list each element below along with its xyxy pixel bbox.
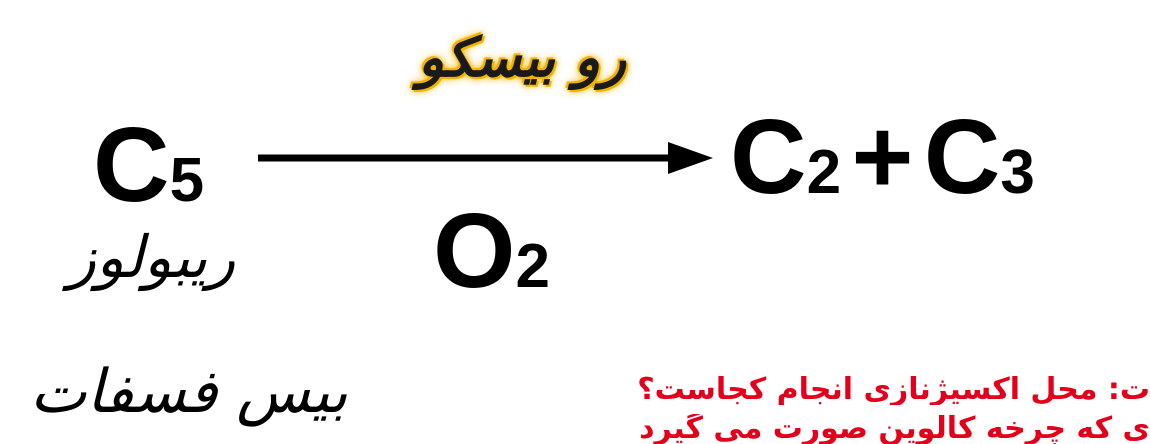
question-line2-text: ی که چرخه کالوین صورت می گیرد — [639, 414, 1150, 444]
enzyme-label: رو بیسکو — [418, 30, 626, 84]
reactant-name-line1-text: ریبولوز — [68, 223, 236, 291]
reactant-name-line1: ریبولوز — [68, 228, 235, 286]
reactant-name-line2: بیس فسفات — [30, 362, 348, 422]
reactant-formula: C5 — [93, 112, 204, 218]
reactant-subscript: 5 — [169, 146, 205, 215]
question-line1: ت: محل اکسیژنازی انجام کجاست؟ — [610, 375, 1150, 405]
condition-symbol: O — [433, 192, 516, 310]
enzyme-label-text: رو بیسکو — [418, 25, 627, 89]
condition-formula: O2 — [433, 198, 550, 304]
product1-symbol: C — [730, 98, 807, 216]
question-line1-text: ت: محل اکسیژنازی انجام کجاست؟ — [637, 375, 1150, 405]
reaction-arrow — [258, 142, 713, 174]
question-line2: ی که چرخه کالوین صورت می گیرد — [560, 414, 1150, 444]
product2-subscript: 3 — [1000, 138, 1035, 207]
plus-sign: + — [851, 98, 914, 216]
arrowhead-icon — [668, 142, 713, 174]
condition-subscript: 2 — [515, 232, 550, 301]
product1-subscript: 2 — [806, 138, 842, 207]
product2-symbol: C — [923, 98, 1001, 216]
reactant-symbol: C — [93, 106, 170, 224]
reactant-name-line2-text: بیس فسفات — [30, 357, 348, 427]
products-formula: C2 + C3 — [730, 104, 1035, 210]
